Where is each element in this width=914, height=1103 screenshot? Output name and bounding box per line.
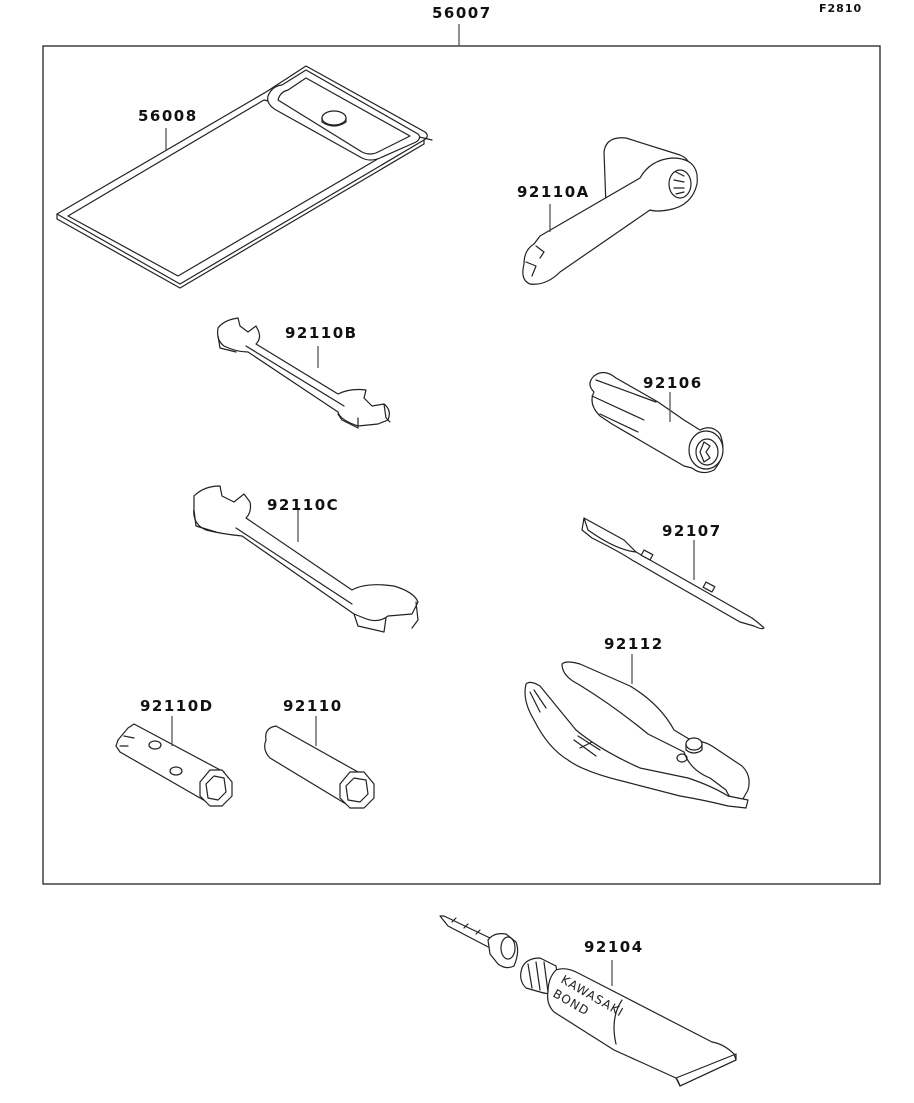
box-wrench-drawing	[264, 716, 375, 809]
case-part-number[interactable]: 56008	[138, 107, 198, 125]
box-wrench-d-drawing	[115, 716, 233, 807]
bond-tube-drawing: KAWASAKI BOND	[439, 915, 737, 1087]
box-wrench-part-number[interactable]: 92110	[283, 697, 343, 715]
pliers-part-number[interactable]: 92112	[604, 635, 664, 653]
screwdriver-drawing	[581, 517, 765, 630]
kit-part-number[interactable]: 56007	[432, 4, 492, 22]
spanner-a-drawing	[522, 137, 698, 285]
pliers-drawing	[524, 654, 750, 809]
handle-part-number[interactable]: 92106	[643, 374, 703, 392]
spanner-a-part-number[interactable]: 92110A	[517, 183, 590, 201]
wrench-b-drawing	[217, 317, 391, 429]
figure-code: F2810	[819, 2, 863, 15]
screwdriver-part-number[interactable]: 92107	[662, 522, 722, 540]
wrench-c-part-number[interactable]: 92110C	[267, 496, 340, 514]
handle-drawing	[589, 371, 724, 474]
bond-part-number[interactable]: 92104	[584, 938, 644, 956]
wrench-b-part-number[interactable]: 92110B	[285, 324, 358, 342]
kit-frame	[42, 24, 881, 885]
box-wrench-d-part-number[interactable]: 92110D	[140, 697, 214, 715]
tool-case-drawing	[56, 65, 433, 289]
wrench-c-drawing	[193, 485, 419, 633]
